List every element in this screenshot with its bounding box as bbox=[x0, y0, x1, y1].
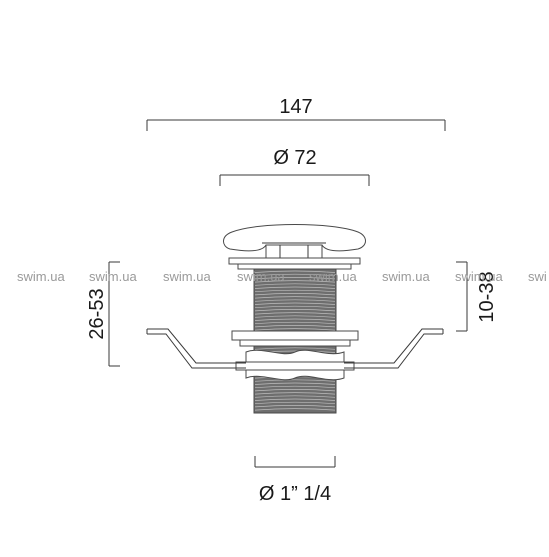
top-flange bbox=[228, 257, 361, 265]
thread-line bbox=[254, 347, 336, 350]
thread-line bbox=[254, 318, 336, 321]
body-height-label: 26-53 bbox=[86, 288, 108, 339]
thread-line bbox=[254, 302, 336, 305]
thread-line bbox=[254, 315, 336, 318]
drain-cap bbox=[223, 224, 366, 252]
upper-nut bbox=[231, 330, 359, 341]
thread-line bbox=[254, 277, 336, 280]
watermark: swim.ua bbox=[455, 269, 503, 284]
dimension-body-height: 26-53 bbox=[86, 261, 120, 367]
dimension-cap-diameter: Ø 72 bbox=[219, 147, 370, 186]
watermark: swim.ua bbox=[237, 269, 285, 284]
thread-line bbox=[254, 389, 336, 392]
watermark: swim.ua bbox=[309, 269, 357, 284]
watermark: swim.ua bbox=[163, 269, 211, 284]
thread-line bbox=[254, 408, 336, 411]
watermark-partial: swi bbox=[528, 269, 547, 284]
thread-size-label: Ø 1” 1/4 bbox=[259, 483, 331, 505]
cap-diameter-label: Ø 72 bbox=[273, 147, 316, 169]
dimension-overall-width: 147 bbox=[146, 96, 446, 131]
thread-line bbox=[254, 382, 336, 385]
thread-line bbox=[254, 385, 336, 389]
drain-valve-drawing bbox=[146, 224, 444, 414]
thread-line bbox=[254, 398, 336, 401]
thread-line bbox=[254, 395, 336, 398]
thread-line bbox=[254, 328, 336, 331]
thread-line bbox=[254, 379, 336, 382]
thread-line bbox=[254, 325, 336, 328]
thread-line bbox=[254, 321, 336, 325]
thread-line bbox=[254, 401, 336, 405]
overall-width-label: 147 bbox=[279, 96, 312, 118]
watermark-row: swim.ua swim.ua swim.ua swim.ua swim.ua … bbox=[17, 269, 547, 284]
thread-line bbox=[254, 286, 336, 289]
overflow-bracket-right bbox=[344, 328, 443, 364]
thread-line bbox=[254, 309, 336, 312]
upper-washer bbox=[239, 339, 351, 347]
cap-stem bbox=[265, 244, 323, 260]
thread-line bbox=[254, 289, 336, 293]
dimension-thread-size: Ø 1” 1/4 bbox=[254, 456, 336, 505]
thread-line bbox=[254, 280, 336, 283]
thread-line bbox=[254, 273, 336, 277]
thread-line bbox=[254, 293, 336, 296]
thread-line bbox=[254, 305, 336, 309]
thread-line bbox=[254, 405, 336, 408]
watermark: swim.ua bbox=[17, 269, 65, 284]
locknut-bottom bbox=[245, 369, 345, 381]
thread-line bbox=[254, 392, 336, 395]
flange-height-label: 10-38 bbox=[476, 271, 498, 322]
lower-locknut bbox=[235, 361, 355, 371]
watermark: swim.ua bbox=[89, 269, 137, 284]
overflow-bracket-left bbox=[147, 328, 246, 364]
locknut-top bbox=[245, 349, 345, 363]
watermark: swim.ua bbox=[382, 269, 430, 284]
thread-line bbox=[254, 270, 336, 273]
thread-line bbox=[254, 299, 336, 302]
dimension-flange-height: 10-38 bbox=[456, 261, 498, 332]
thread-line bbox=[254, 312, 336, 315]
thread-line bbox=[254, 296, 336, 299]
thread-line bbox=[254, 283, 336, 286]
